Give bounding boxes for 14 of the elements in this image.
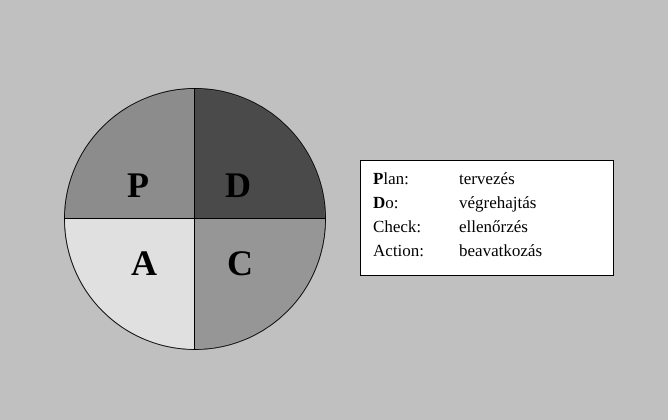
term-label: Do: xyxy=(373,193,399,213)
quadrant-letter: P xyxy=(127,167,149,203)
translation-label: beavatkozás xyxy=(459,241,542,261)
legend-box xyxy=(360,160,614,276)
term-label: Plan: xyxy=(373,169,409,189)
quadrant-letter: D xyxy=(225,167,251,203)
translation-label: tervezés xyxy=(459,169,515,189)
translation-label: ellenőrzés xyxy=(459,217,528,237)
term-label: Action: xyxy=(373,241,424,261)
quadrant-letter: C xyxy=(227,245,253,281)
quadrant-letter: A xyxy=(131,245,157,281)
translation-label: végrehajtás xyxy=(459,193,536,213)
term-label: Check: xyxy=(373,217,422,237)
pdca-circle xyxy=(64,88,326,350)
